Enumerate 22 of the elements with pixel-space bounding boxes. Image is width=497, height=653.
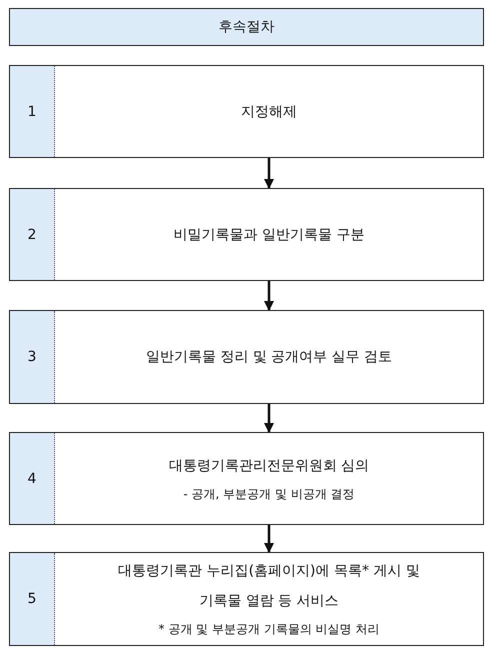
step-box [9, 65, 484, 158]
note-text: * 공개 및 부분공개 기록물의 비실명 처리 [158, 621, 380, 638]
number-cell: 3 [10, 311, 55, 403]
step-text: 비밀기록물과 일반기록물 구분 [174, 226, 364, 244]
step-text: 지정해제 [241, 102, 297, 122]
arrow [264, 281, 274, 311]
arrow [264, 404, 274, 433]
step-text: 대통령기록관리전문위원회 심의 [168, 456, 370, 476]
number-cell: 1 [10, 66, 55, 157]
step-text: 일반기록물 정리 및 공개여부 실무 검토 [146, 348, 392, 367]
number-cell: 5 [10, 553, 55, 645]
number-cell: 2 [10, 189, 55, 280]
arrow [264, 158, 274, 189]
step-text: 대통령기록관 누리집(홈페이지)에 목록* 게시 및 기록물 열람 등 서비스 [117, 562, 421, 611]
step-box [9, 188, 484, 281]
step-box [9, 432, 484, 525]
arrow [264, 525, 274, 553]
note-text: - 공개, 부분공개 및 비공개 결정 [183, 486, 355, 502]
header-box: 후속절차 [9, 8, 484, 46]
step-box [9, 552, 484, 646]
number-cell: 4 [10, 433, 55, 524]
step-box [9, 310, 484, 404]
